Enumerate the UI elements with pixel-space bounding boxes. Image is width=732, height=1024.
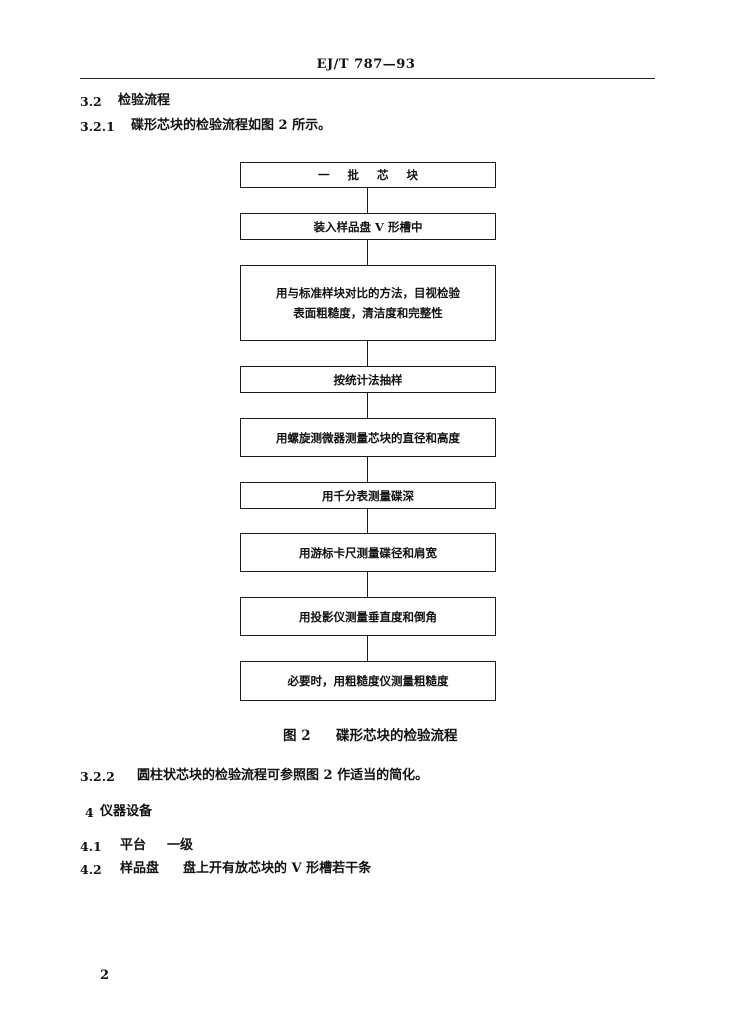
item-description: 一级: [167, 838, 194, 853]
document-code-header: EJ/T 787—93: [316, 57, 416, 72]
flow-connector: [367, 509, 369, 533]
section-number: 3.2.2: [80, 769, 115, 784]
section-title: 检验流程: [118, 93, 171, 108]
paragraph-text: 碟形芯块的检验流程如图 2 所示。: [131, 118, 332, 133]
flow-connector: [367, 188, 369, 213]
paragraph-text: 圆柱状芯块的检验流程可参照图 2 作适当的简化。: [137, 768, 429, 783]
section-number: 3.2.1: [80, 119, 115, 134]
figure-title: 碟形芯块的检验流程: [336, 728, 458, 744]
flow-step-micrometer: 用螺旋测微器测量芯块的直径和高度: [240, 418, 496, 457]
page-number: 2: [100, 968, 110, 983]
flow-step-label: 用千分表测量碟深: [322, 488, 414, 503]
flow-step-statistical-sampling: 按统计法抽样: [240, 366, 496, 393]
flow-step-roughness-meter: 必要时，用粗糙度仪测量粗糙度: [240, 661, 496, 701]
flow-step-vernier-caliper: 用游标卡尺测量碟径和肩宽: [240, 533, 496, 572]
flow-step-load-tray: 装入样品盘 V 形槽中: [240, 213, 496, 240]
header-divider: [80, 78, 655, 79]
section-number: 4: [85, 805, 94, 820]
item-term: 平台: [120, 838, 147, 853]
flow-step-label: 装入样品盘 V 形槽中: [313, 219, 423, 234]
section-number: 4.1: [80, 839, 102, 854]
figure-label: 图 2: [283, 728, 311, 744]
flow-step-label-line-1: 用与标准样块对比的方法，目视检验: [276, 286, 460, 300]
flow-step-visual-inspection: 用与标准样块对比的方法，目视检验 表面粗糙度，清洁度和完整性: [240, 265, 496, 341]
flow-connector: [367, 393, 369, 418]
section-number: 4.2: [80, 862, 102, 877]
flow-step-label: 必要时，用粗糙度仪测量粗糙度: [287, 674, 449, 688]
flow-step-batch-pellets: 一 批 芯 块: [240, 162, 496, 188]
flow-step-label: 一 批 芯 块: [317, 168, 418, 182]
flow-connector: [367, 240, 369, 265]
item-term: 样品盘: [120, 861, 160, 876]
item-description: 盘上开有放芯块的 V 形槽若干条: [183, 861, 372, 876]
flow-connector: [367, 636, 369, 661]
section-title: 仪器设备: [100, 804, 153, 819]
flow-step-dial-gauge: 用千分表测量碟深: [240, 482, 496, 509]
flow-step-label: 用游标卡尺测量碟径和肩宽: [299, 545, 437, 560]
section-number: 3.2: [80, 94, 102, 109]
flow-connector: [367, 341, 369, 366]
flow-step-label: 按统计法抽样: [333, 372, 403, 387]
flow-step-label: 用螺旋测微器测量芯块的直径和高度: [276, 430, 460, 445]
flow-connector: [367, 572, 369, 597]
flow-step-projector: 用投影仪测量垂直度和倒角: [240, 597, 496, 636]
flow-step-label: 用投影仪测量垂直度和倒角: [299, 609, 437, 624]
flow-connector: [367, 457, 369, 482]
flow-step-label-line-2: 表面粗糙度，清洁度和完整性: [293, 306, 443, 320]
